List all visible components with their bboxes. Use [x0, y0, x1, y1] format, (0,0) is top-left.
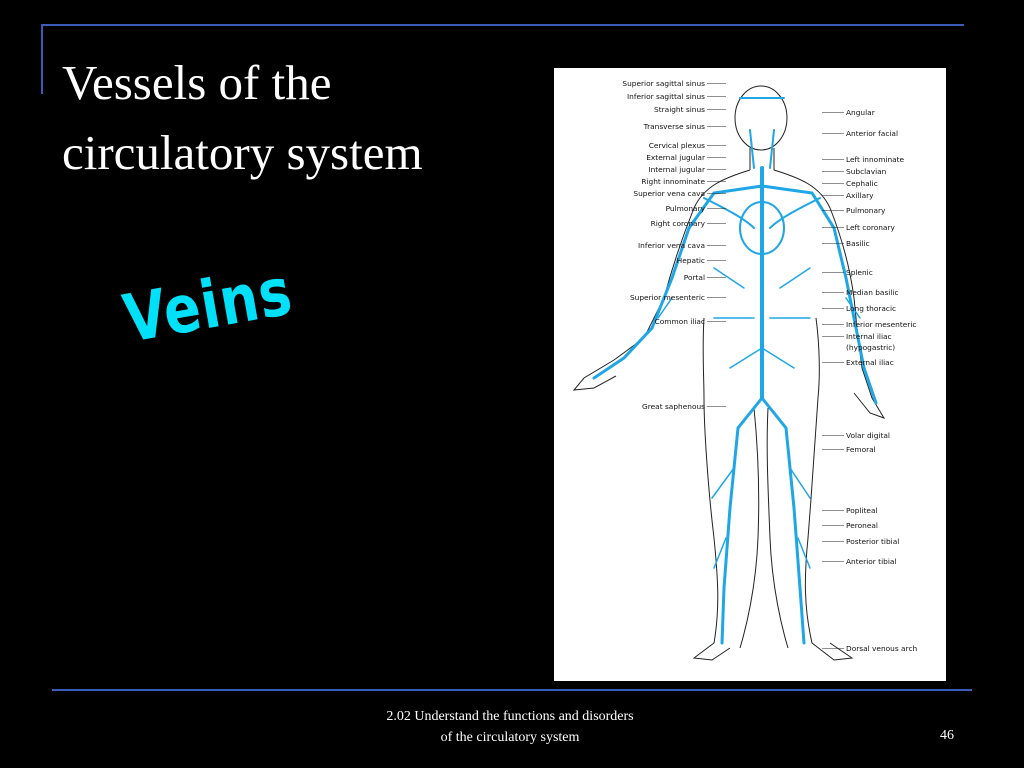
right-label: (hypogastric): [846, 343, 895, 352]
right-label: Inferior mesenteric: [846, 320, 916, 329]
body-outline: [572, 85, 886, 661]
right-label: Pulmonary: [846, 206, 886, 215]
right-label: Anterior tibial: [846, 557, 896, 566]
veins-callout: Veins: [118, 252, 298, 358]
title-line-2: circulatory system: [62, 125, 423, 180]
left-label: Internal jugular: [648, 165, 706, 174]
right-label: Peroneal: [846, 521, 878, 530]
left-label: Hepatic: [677, 256, 705, 265]
footer-line-2: of the circulatory system: [440, 730, 580, 745]
right-label: Splenic: [846, 268, 873, 277]
left-label: Inferior sagittal sinus: [627, 92, 705, 101]
right-label: Basilic: [846, 239, 870, 248]
slide-footer: 2.02 Understand the functions and disord…: [330, 706, 690, 748]
right-label: Long thoracic: [846, 304, 896, 313]
right-label: Popliteal: [846, 506, 878, 515]
right-label: Femoral: [846, 445, 876, 454]
left-label: Pulmonary: [666, 204, 706, 213]
right-label: Angular: [846, 108, 876, 117]
left-rule: [41, 24, 43, 94]
bottom-rule: [52, 689, 972, 691]
right-label: Volar digital: [846, 431, 890, 440]
right-label: Left innominate: [846, 155, 905, 164]
right-label: Internal iliac: [846, 332, 892, 341]
top-rule: [41, 24, 964, 26]
right-label: Subclavian: [846, 167, 887, 176]
left-label: Superior sagittal sinus: [622, 79, 705, 88]
left-label: Superior vena cava: [633, 189, 705, 198]
right-label: Anterior facial: [846, 129, 898, 138]
left-label: Common iliac: [655, 317, 705, 326]
right-label: Posterior tibial: [846, 537, 899, 546]
vein-network: [592, 97, 878, 645]
right-label: Axillary: [846, 191, 874, 200]
right-label: Cephalic: [846, 179, 878, 188]
right-label: Left coronary: [846, 223, 895, 232]
right-label: Dorsal venous arch: [846, 644, 918, 653]
title-line-1: Vessels of the: [62, 55, 332, 110]
right-label: External iliac: [846, 358, 894, 367]
left-label: Right coronary: [651, 219, 706, 228]
page-number: 46: [940, 728, 954, 743]
left-label: Inferior vena cava: [638, 241, 705, 250]
left-label: Portal: [684, 273, 705, 282]
right-label: Median basilic: [846, 288, 899, 297]
left-label: Transverse sinus: [643, 122, 706, 131]
left-label: Great saphenous: [642, 402, 705, 411]
left-label: Superior mesenteric: [630, 293, 705, 302]
left-label: Right innominate: [641, 177, 705, 186]
slide-title: Vessels of the circulatory system: [62, 48, 532, 188]
left-label: Straight sinus: [654, 105, 705, 114]
left-label: External jugular: [646, 153, 706, 162]
left-label: Cervical plexus: [649, 141, 705, 150]
footer-line-1: 2.02 Understand the functions and disord…: [386, 709, 634, 724]
